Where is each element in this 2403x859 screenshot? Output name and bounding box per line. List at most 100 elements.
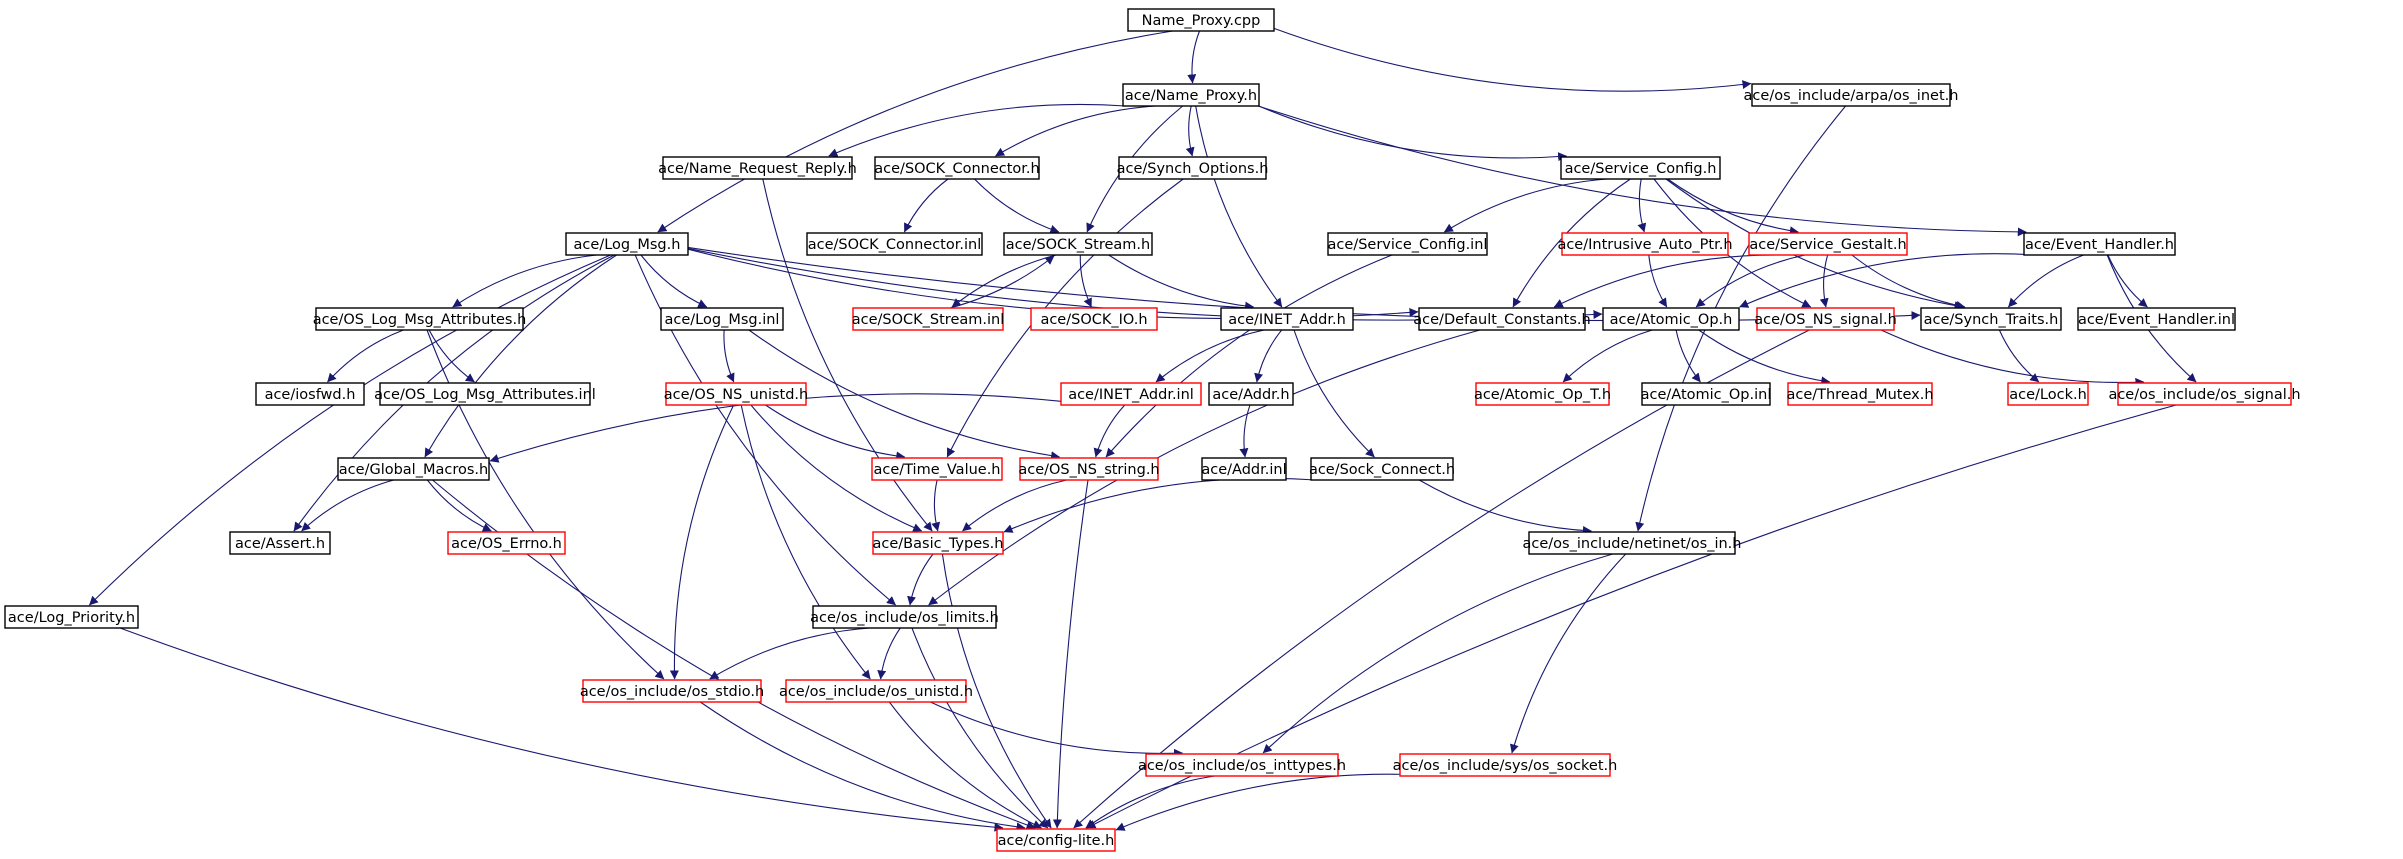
node-sys_socket[interactable]: ace/os_include/sys/os_socket.h [1393, 753, 1618, 777]
node-config_lite[interactable]: ace/config-lite.h [996, 828, 1116, 852]
node-os_stdio[interactable]: ace/os_include/os_stdio.h [580, 679, 764, 703]
edge-sock_connector_h-to-sock_stream_h [974, 178, 1060, 234]
edge-event_handler_h-to-event_handler_inl [2107, 254, 2148, 308]
node-label: ace/Addr.h [1212, 387, 1289, 403]
node-log_msg_h[interactable]: ace/Log_Msg.h [565, 232, 689, 256]
node-sock_connector_h[interactable]: ace/SOCK_Connector.h [874, 156, 1040, 180]
node-os_log_msg_attr_inl[interactable]: ace/OS_Log_Msg_Attributes.inl [374, 382, 596, 406]
node-event_handler_inl[interactable]: ace/Event_Handler.inl [2077, 307, 2236, 331]
edge-os_ns_unistd-to-os_unistd [740, 404, 871, 680]
node-box [337, 457, 490, 481]
node-label: ace/SOCK_Connector.h [874, 161, 1039, 177]
edge-event_handler_h-to-synch_traits [2007, 254, 2084, 308]
node-os_log_msg_attr_h[interactable]: ace/OS_Log_Msg_Attributes.h [313, 307, 527, 331]
node-label: ace/Name_Request_Reply.h [658, 161, 857, 177]
node-os_ns_unistd[interactable]: ace/OS_NS_unistd.h [664, 382, 808, 406]
node-arpa_inet[interactable]: ace/os_include/arpa/os_inet.h [1744, 83, 1959, 107]
node-label: ace/os_include/os_unistd.h [779, 684, 973, 700]
node-label: ace/INET_Addr.inl [1068, 387, 1194, 403]
edge-sock_connect-to-netinet_in [1418, 479, 1592, 536]
node-box [871, 457, 1003, 481]
edge-log_msg_inl-to-os_ns_unistd [723, 329, 735, 383]
node-label: ace/Synch_Traits.h [1924, 312, 2059, 328]
edge-name_proxy_cpp-to-arpa_inet [1273, 27, 1752, 92]
node-name_proxy_h[interactable]: ace/Name_Proxy.h [1122, 83, 1260, 107]
edge-log_msg_h-to-log_msg_inl [640, 254, 708, 308]
node-log_priority[interactable]: ace/Log_Priority.h [4, 605, 139, 629]
edge-service_config_h-to-service_config_inl [1443, 178, 1607, 233]
node-addr_inl[interactable]: ace/Addr.inl [1201, 457, 1287, 481]
edge-sock_stream_h-to-sock_io [1079, 254, 1092, 308]
node-os_inttypes[interactable]: ace/os_include/os_inttypes.h [1138, 753, 1346, 777]
node-os_limits[interactable]: ace/os_include/os_limits.h [810, 605, 999, 629]
node-box [1418, 307, 1586, 331]
node-atomic_op_inl[interactable]: ace/Atomic_Op.inl [1641, 382, 1772, 406]
node-box [1399, 753, 1611, 777]
node-box [660, 307, 784, 331]
edge-name_proxy_h-to-sock_connector_h [995, 105, 1156, 157]
node-intrusive_auto_ptr[interactable]: ace/Intrusive_Auto_Ptr.h [1557, 232, 1733, 256]
node-label: ace/os_include/os_signal.h [2108, 387, 2300, 403]
node-box [582, 679, 762, 703]
node-box [1310, 457, 1454, 481]
node-inet_addr_h[interactable]: ace/INET_Addr.h [1220, 307, 1354, 331]
node-name_request_reply[interactable]: ace/Name_Request_Reply.h [658, 156, 857, 180]
node-box [1748, 232, 1908, 256]
edge-sock_connector_h-to-sock_connector_inl [903, 178, 949, 233]
edge-inet_addr_inl-to-os_ns_string [1093, 404, 1126, 458]
edge-sock_connect-to-basic_types [1003, 477, 1317, 533]
node-global_macros[interactable]: ace/Global_Macros.h [337, 457, 490, 481]
node-os_ns_signal[interactable]: ace/OS_NS_signal.h [1754, 307, 1897, 331]
node-inet_addr_inl[interactable]: ace/INET_Addr.inl [1060, 382, 1202, 406]
node-iosfwd[interactable]: ace/iosfwd.h [255, 382, 365, 406]
node-os_errno[interactable]: ace/OS_Errno.h [447, 531, 566, 555]
node-box [1756, 307, 1895, 331]
node-thread_mutex[interactable]: ace/Thread_Mutex.h [1786, 382, 1934, 406]
node-basic_types[interactable]: ace/Basic_Types.h [872, 531, 1004, 555]
node-atomic_op_h[interactable]: ace/Atomic_Op.h [1602, 307, 1740, 331]
node-box [1220, 307, 1354, 331]
edge-os_unistd-to-config_lite [888, 701, 1042, 829]
node-service_gestalt[interactable]: ace/Service_Gestalt.h [1748, 232, 1908, 256]
node-lock_h[interactable]: ace/Lock.h [2007, 382, 2089, 406]
node-box [872, 531, 1004, 555]
node-atomic_op_t[interactable]: ace/Atomic_Op_T.h [1474, 382, 1611, 406]
node-sock_connector_inl[interactable]: ace/SOCK_Connector.inl [806, 232, 983, 256]
node-event_handler_h[interactable]: ace/Event_Handler.h [2023, 232, 2176, 256]
node-label: ace/SOCK_IO.h [1040, 312, 1147, 328]
node-label: ace/os_include/arpa/os_inet.h [1744, 88, 1959, 104]
node-label: ace/SOCK_Connector.inl [808, 237, 981, 253]
node-sock_io[interactable]: ace/SOCK_IO.h [1030, 307, 1158, 331]
node-addr_h[interactable]: ace/Addr.h [1208, 382, 1294, 406]
node-service_config_inl[interactable]: ace/Service_Config.inl [1327, 232, 1488, 256]
node-service_config_h[interactable]: ace/Service_Config.h [1560, 156, 1721, 180]
node-name_proxy_cpp[interactable]: Name_Proxy.cpp [1127, 8, 1275, 32]
node-netinet_in[interactable]: ace/os_include/netinet/os_in.h [1523, 531, 1742, 555]
node-label: ace/Lock.h [2009, 387, 2087, 403]
node-os_signal[interactable]: ace/os_include/os_signal.h [2108, 382, 2301, 406]
node-sock_stream_h[interactable]: ace/SOCK_Stream.h [1003, 232, 1153, 256]
node-default_constants[interactable]: ace/Default_Constants.h [1413, 307, 1591, 331]
edge-os_stdio-to-config_lite [699, 701, 1026, 832]
edge-name_proxy_cpp-to-name_proxy_h [1187, 30, 1201, 84]
node-time_value[interactable]: ace/Time_Value.h [871, 457, 1003, 481]
node-sock_connect[interactable]: ace/Sock_Connect.h [1309, 457, 1455, 481]
node-label: ace/Atomic_Op.h [1610, 312, 1733, 328]
node-box [874, 156, 1040, 180]
node-label: ace/os_include/sys/os_socket.h [1393, 758, 1618, 774]
node-box [1920, 307, 2062, 331]
node-assert_h[interactable]: ace/Assert.h [229, 531, 331, 555]
node-box [565, 232, 689, 256]
node-log_msg_inl[interactable]: ace/Log_Msg.inl [660, 307, 784, 331]
node-box [315, 307, 524, 331]
node-sock_stream_inl[interactable]: ace/SOCK_Stream.inl [852, 307, 1004, 331]
node-box [229, 531, 331, 555]
node-os_ns_string[interactable]: ace/OS_NS_string.h [1018, 457, 1160, 481]
node-label: ace/Atomic_Op_T.h [1474, 387, 1611, 403]
node-os_unistd[interactable]: ace/os_include/os_unistd.h [779, 679, 973, 703]
node-label: ace/Service_Config.inl [1328, 237, 1488, 253]
node-synch_traits[interactable]: ace/Synch_Traits.h [1920, 307, 2062, 331]
node-synch_options[interactable]: ace/Synch_Options.h [1117, 156, 1269, 180]
node-box [2023, 232, 2176, 256]
edge-os_signal-to-config_lite [1086, 404, 2177, 829]
